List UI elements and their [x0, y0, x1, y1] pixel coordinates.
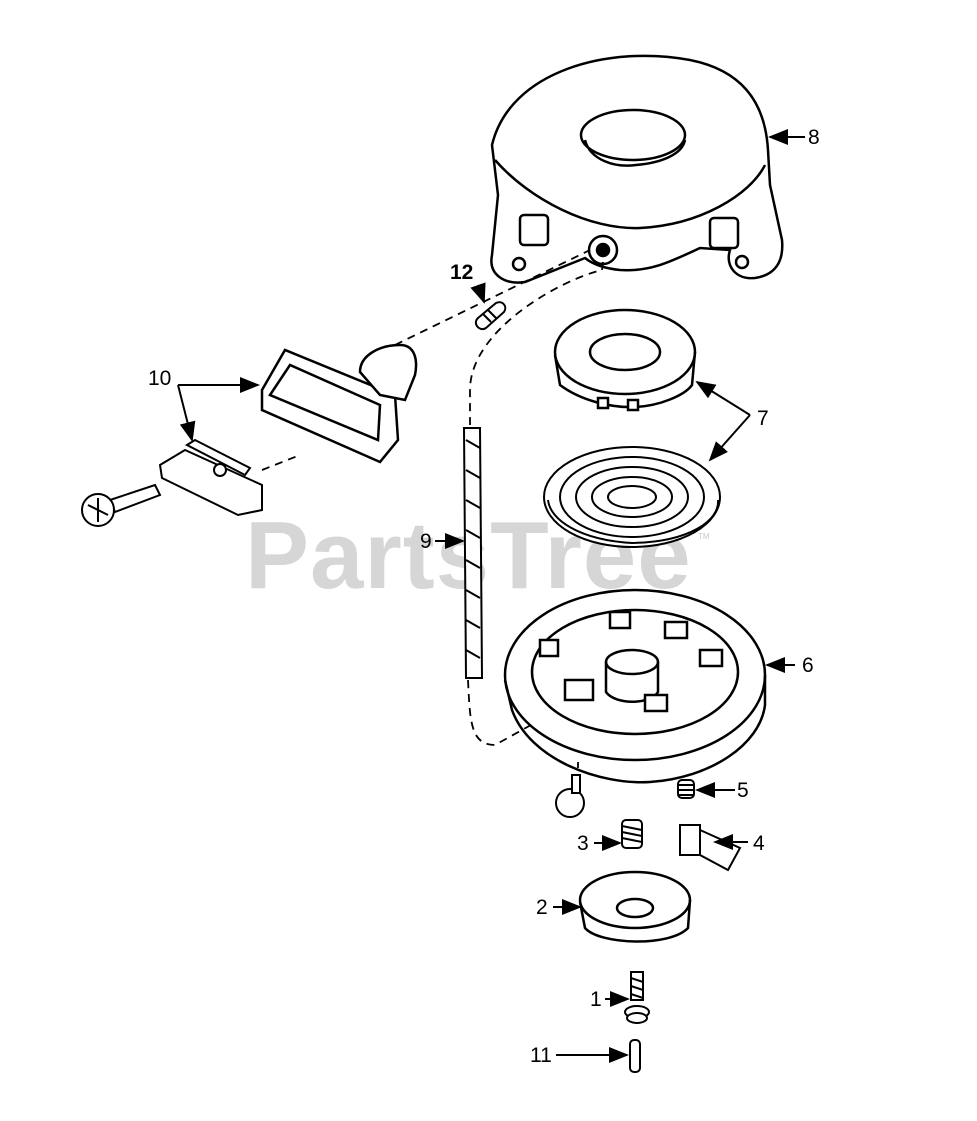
callout-10: 10 — [148, 367, 172, 390]
part-7-spring — [543, 446, 721, 548]
part-3-spring — [621, 819, 643, 849]
part-12-insert — [474, 301, 507, 330]
part-1-screw — [624, 971, 650, 1024]
part-10-screw — [81, 483, 162, 527]
callout-3: 3 — [577, 832, 589, 855]
part-6-pulley — [503, 588, 767, 784]
part-11-pin — [629, 1039, 641, 1073]
callout-8: 8 — [808, 126, 820, 149]
callout-12: 12 — [450, 261, 474, 284]
part-2-cup — [578, 870, 692, 943]
callout-1: 1 — [590, 988, 602, 1011]
part-5-spring — [677, 779, 695, 799]
part-8-housing — [490, 54, 784, 284]
part-4-pawl — [679, 824, 742, 872]
part-9-rope — [462, 427, 484, 679]
part-10-retainer — [158, 438, 263, 517]
callout-5: 5 — [737, 779, 749, 802]
part-7-spring-cup — [553, 308, 697, 412]
callout-11: 11 — [530, 1044, 552, 1067]
part-fastener — [555, 774, 585, 818]
dashed-rope-path — [467, 261, 604, 746]
callout-7: 7 — [757, 407, 769, 430]
callout-2: 2 — [536, 896, 548, 919]
leader-lines — [177, 129, 805, 1063]
callout-6: 6 — [802, 654, 814, 677]
part-10-handle — [260, 343, 418, 464]
watermark-trademark: TM — [698, 532, 710, 541]
callout-4: 4 — [753, 832, 765, 855]
dashed-retainer-line — [261, 454, 301, 471]
callout-9: 9 — [420, 530, 432, 553]
